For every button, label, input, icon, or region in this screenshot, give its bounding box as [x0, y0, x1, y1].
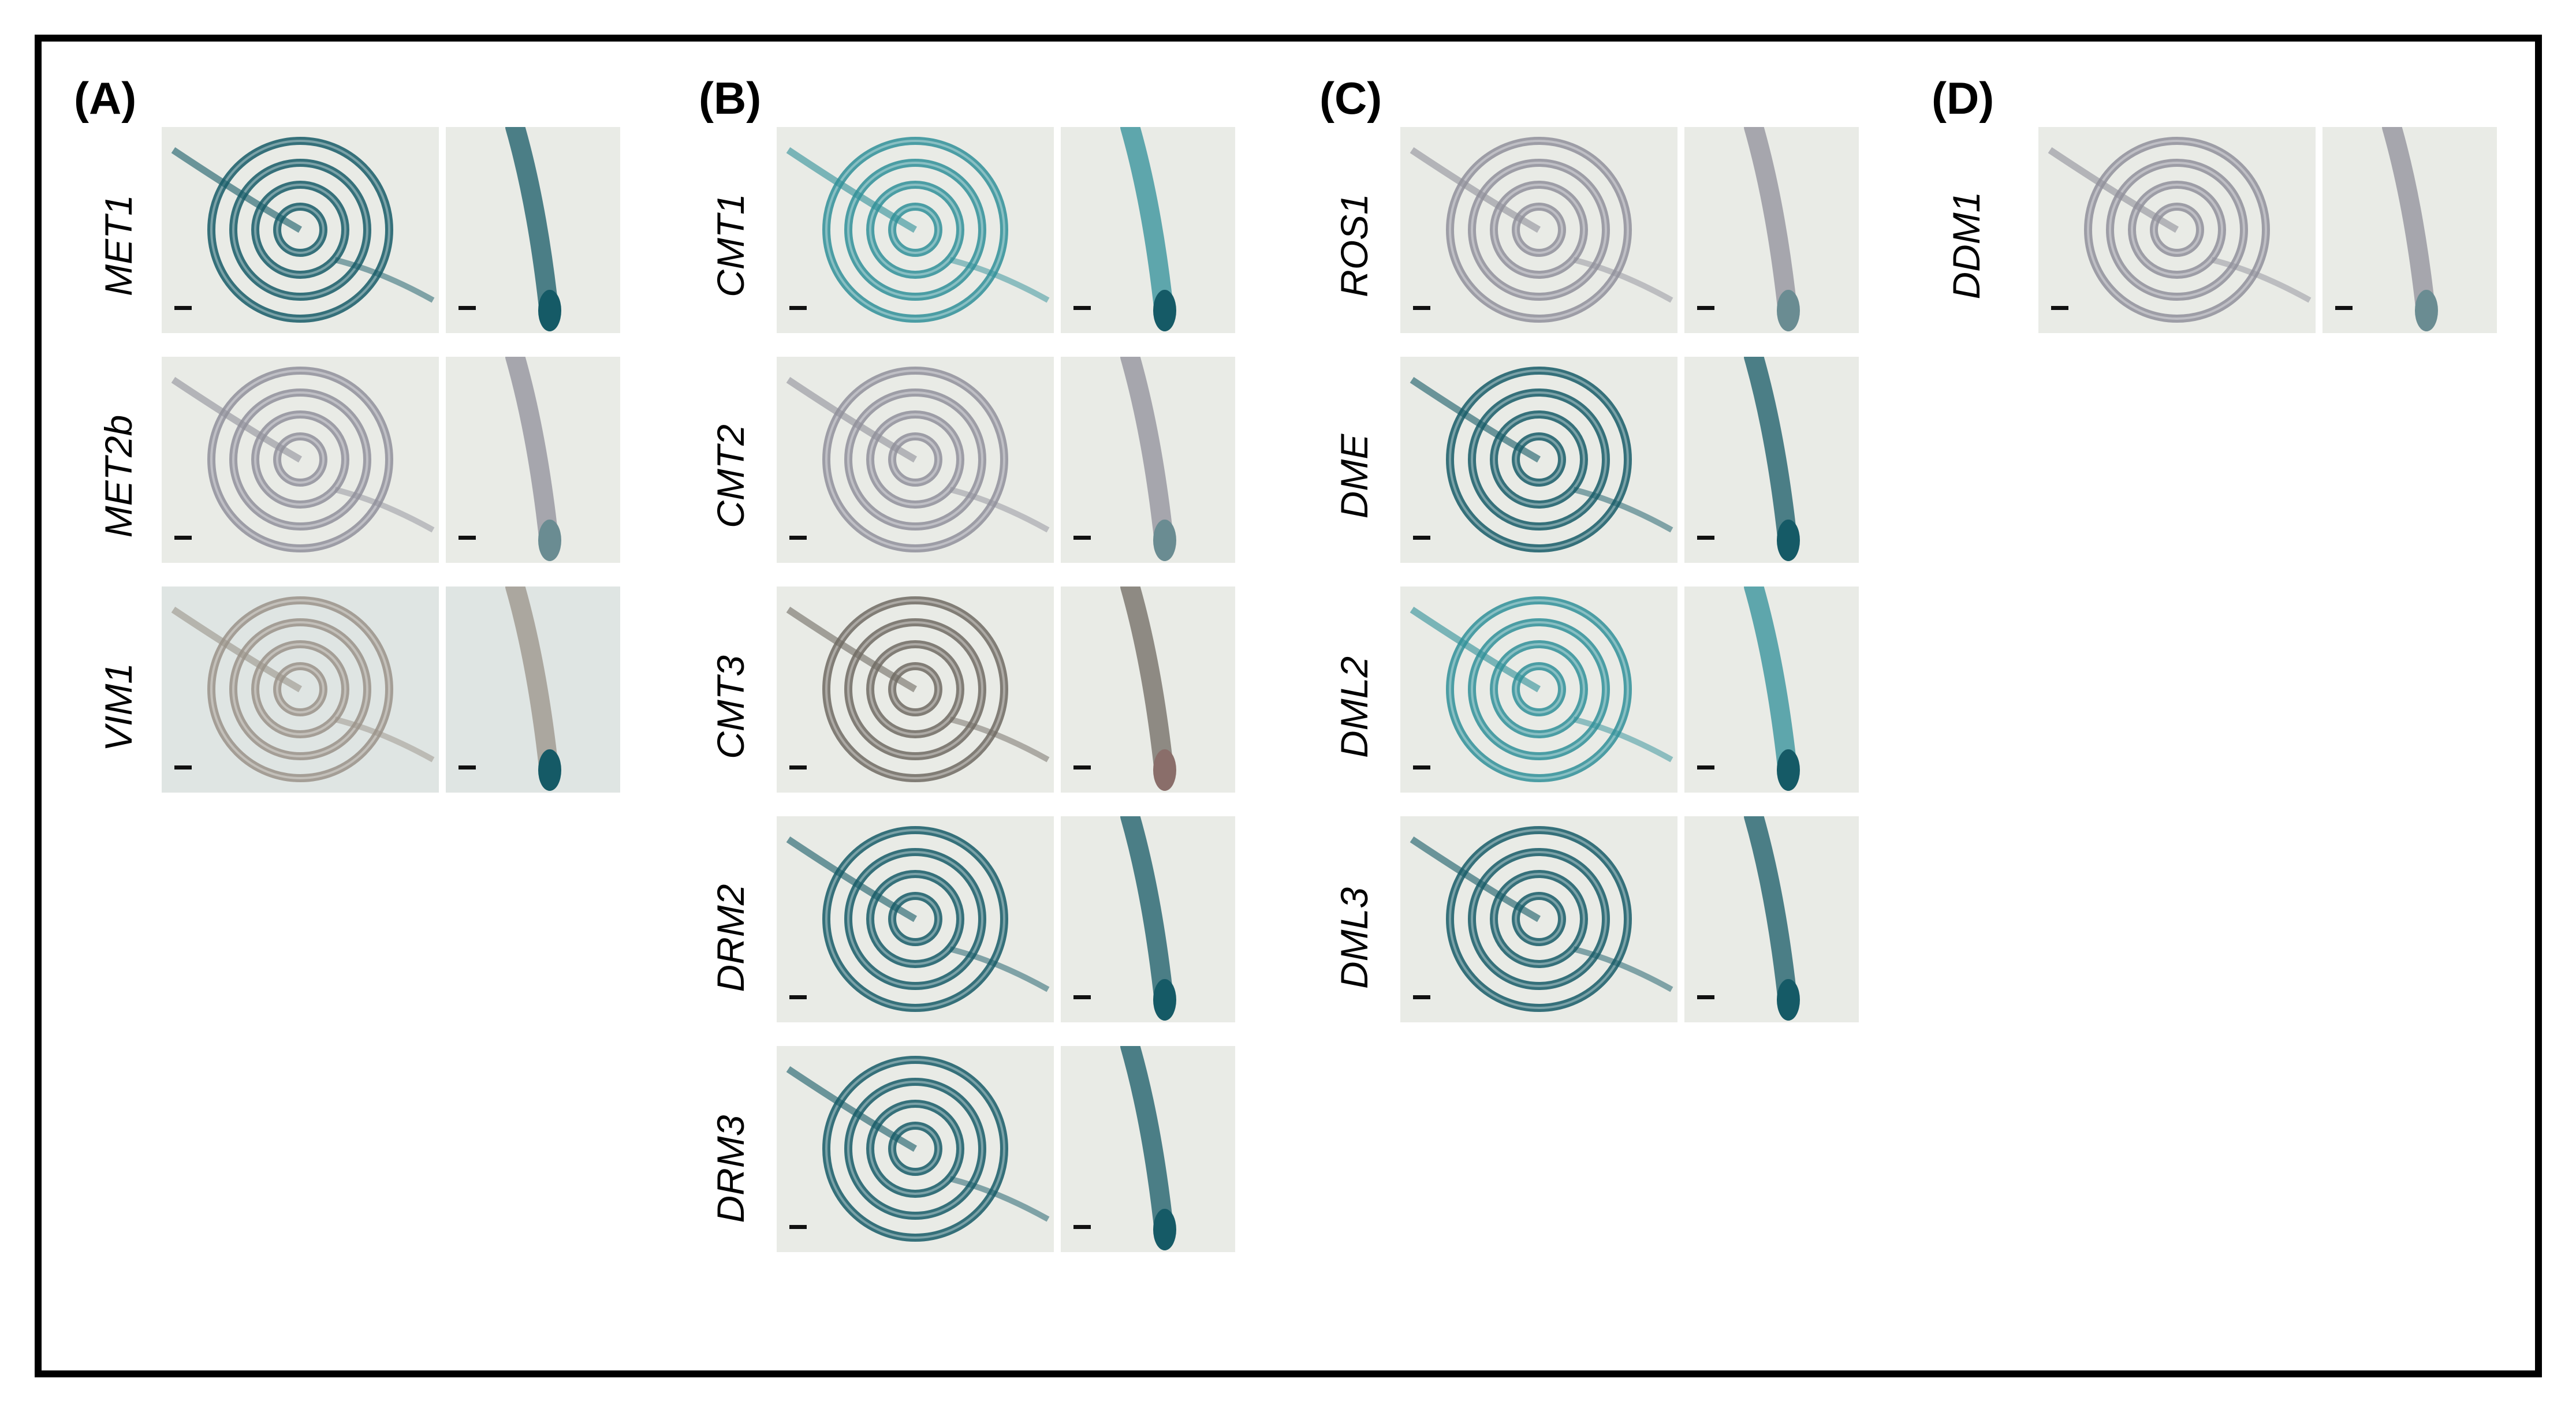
photo-root-tip-cmt2 — [1061, 357, 1235, 563]
photo-root-tip-dml2 — [1684, 587, 1859, 793]
gene-label-vim1: VIM1 — [97, 662, 140, 752]
gene-label-cmt2: CMT2 — [709, 424, 752, 528]
scale-bar — [1413, 306, 1430, 310]
scale-bar — [1413, 765, 1430, 769]
scale-bar — [174, 536, 192, 540]
photo-whole-root-met1 — [162, 127, 439, 333]
scale-bar — [2335, 306, 2353, 310]
scale-bar — [458, 536, 476, 540]
scale-bar — [458, 306, 476, 310]
scale-bar — [2051, 306, 2068, 310]
photo-whole-root-drm2 — [777, 816, 1054, 1022]
gene-label-met2b: MET2b — [97, 414, 140, 538]
scale-bar — [1073, 765, 1091, 769]
photo-root-tip-cmt3 — [1061, 587, 1235, 793]
gene-label-drm2: DRM2 — [709, 884, 752, 992]
scale-bar — [789, 765, 807, 769]
scale-bar — [1073, 306, 1091, 310]
photo-root-tip-drm2 — [1061, 816, 1235, 1022]
gene-label-cmt3: CMT3 — [709, 655, 752, 759]
scale-bar — [1073, 536, 1091, 540]
photo-root-tip-vim1 — [446, 587, 620, 793]
photo-root-tip-met2b — [446, 357, 620, 563]
gene-label-dml3: DML3 — [1333, 887, 1375, 989]
photo-whole-root-ddm1 — [2038, 127, 2316, 333]
photo-whole-root-dml2 — [1400, 587, 1677, 793]
photo-root-tip-drm3 — [1061, 1046, 1235, 1252]
scale-bar — [1697, 536, 1714, 540]
photo-whole-root-met2b — [162, 357, 439, 563]
scale-bar — [1697, 306, 1714, 310]
scale-bar — [458, 765, 476, 769]
panel-label-d: (D) — [1932, 73, 1995, 124]
scale-bar — [1073, 1225, 1091, 1229]
scale-bar — [1697, 995, 1714, 999]
gene-label-met1: MET1 — [97, 194, 140, 297]
panel-label-a: (A) — [74, 73, 137, 124]
panel-label-c: (C) — [1319, 73, 1382, 124]
scale-bar — [1413, 995, 1430, 999]
scale-bar — [789, 1225, 807, 1229]
photo-whole-root-cmt1 — [777, 127, 1054, 333]
photo-whole-root-dme — [1400, 357, 1677, 563]
scale-bar — [1073, 995, 1091, 999]
photo-root-tip-ros1 — [1684, 127, 1859, 333]
photo-root-tip-ddm1 — [2322, 127, 2497, 333]
scale-bar — [789, 995, 807, 999]
scale-bar — [1413, 536, 1430, 540]
scale-bar — [789, 536, 807, 540]
photo-whole-root-ros1 — [1400, 127, 1677, 333]
gene-label-drm3: DRM3 — [709, 1115, 752, 1223]
photo-root-tip-dml3 — [1684, 816, 1859, 1022]
photo-root-tip-dme — [1684, 357, 1859, 563]
scale-bar — [174, 306, 192, 310]
photo-whole-root-drm3 — [777, 1046, 1054, 1252]
panel-label-b: (B) — [699, 73, 762, 124]
gene-label-dme: DME — [1333, 434, 1375, 519]
gene-label-ros1: ROS1 — [1333, 193, 1375, 297]
photo-root-tip-cmt1 — [1061, 127, 1235, 333]
scale-bar — [789, 306, 807, 310]
scale-bar — [174, 765, 192, 769]
gene-label-ddm1: DDM1 — [1945, 191, 1988, 300]
photo-root-tip-met1 — [446, 127, 620, 333]
gene-label-dml2: DML2 — [1333, 656, 1375, 759]
photo-whole-root-cmt2 — [777, 357, 1054, 563]
gene-label-cmt1: CMT1 — [709, 193, 752, 297]
photo-whole-root-vim1 — [162, 587, 439, 793]
photo-whole-root-cmt3 — [777, 587, 1054, 793]
photo-whole-root-dml3 — [1400, 816, 1677, 1022]
scale-bar — [1697, 765, 1714, 769]
